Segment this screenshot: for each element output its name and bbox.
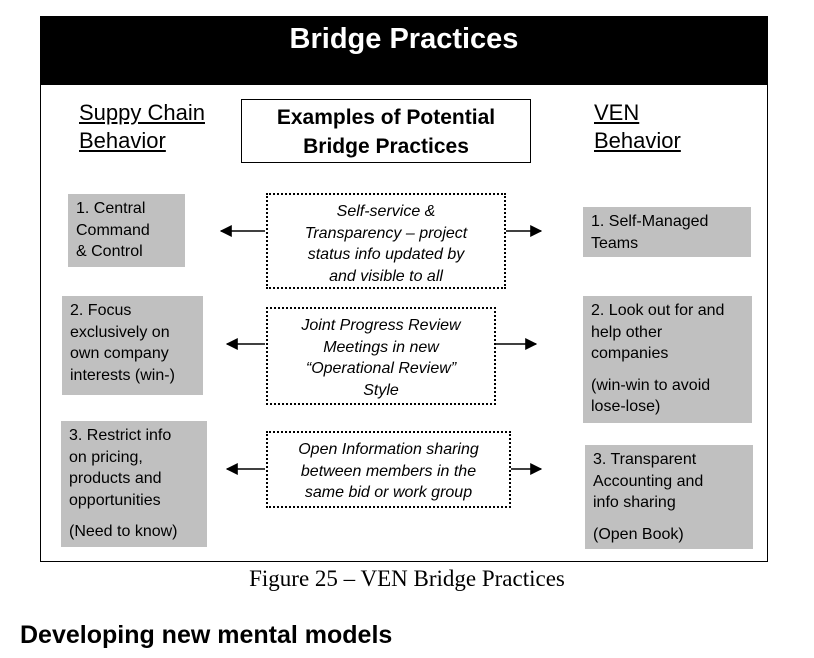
right-box-2-note-line-1: (win-win to avoid <box>591 376 711 394</box>
figure-title: Bridge Practices <box>289 23 519 55</box>
right-header-line-2: Behavior <box>594 128 681 153</box>
left-box-3-line-2: on pricing, <box>69 448 143 466</box>
right-box-2-line-2: help other <box>591 323 663 341</box>
left-header-line-2: Behavior <box>79 128 166 153</box>
middle-box-2-line-1: Joint Progress Review <box>301 317 461 334</box>
left-column-header: Suppy Chain Behavior <box>79 99 205 155</box>
left-box-1-line-1: 1. Central <box>76 200 146 217</box>
left-box-2: 2. Focus exclusively on own company inte… <box>62 296 203 395</box>
right-header-line-1: VEN <box>594 100 640 125</box>
middle-box-1-line-2: Transparency – project <box>304 224 468 242</box>
left-box-3: 3. Restrict info on pricing, products an… <box>61 421 207 547</box>
connector-arrows <box>219 225 543 475</box>
title-bar: Bridge Practices <box>41 17 767 85</box>
right-box-3-note: (Open Book) <box>593 525 684 543</box>
right-box-1: 1. Self-Managed Teams <box>583 207 751 257</box>
right-box-3-line-2: Accounting and <box>593 472 704 490</box>
figure-caption: Figure 25 – VEN Bridge Practices <box>249 566 565 591</box>
right-box-1-line-2: Teams <box>591 234 639 252</box>
left-box-2-line-3: own company <box>70 345 169 362</box>
left-box-3-note: (Need to know) <box>69 523 178 540</box>
right-box-2-line-3: companies <box>591 345 669 362</box>
bridge-practices-figure: Bridge Practices Suppy Chain Behavior Ex… <box>40 16 768 562</box>
left-box-2-line-1: 2. Focus <box>70 302 132 319</box>
left-header-line-1: Suppy Chain <box>79 100 205 125</box>
left-box-2-line-4: interests (win-) <box>70 366 175 384</box>
middle-box-2: Joint Progress Review Meetings in new “O… <box>266 307 496 405</box>
right-box-1-line-1: 1. Self-Managed <box>591 213 709 230</box>
middle-box-3-line-3: same bid or work group <box>304 484 473 501</box>
right-box-2-note-line-2: lose-lose) <box>591 398 661 415</box>
left-box-3-line-3: products and <box>69 470 162 487</box>
right-box-2-line-1: 2. Look out for and <box>591 302 725 319</box>
center-header-line-1: Examples of Potential <box>276 106 496 129</box>
left-box-1: 1. Central Command & Control <box>68 194 185 267</box>
left-box-2-line-2: exclusively on <box>70 323 170 341</box>
middle-box-2-line-4: Style <box>363 381 399 399</box>
middle-box-2-line-3: “Operational Review” <box>305 360 457 377</box>
middle-box-3-line-1: Open Information sharing <box>298 441 479 458</box>
right-column-header: VEN Behavior <box>594 99 681 155</box>
center-column-header: Examples of Potential Bridge Practices <box>241 99 531 163</box>
center-header-line-2: Bridge Practices <box>303 135 469 158</box>
middle-box-1-line-4: and visible to all <box>329 267 443 285</box>
middle-box-1: Self-service & Transparency – project st… <box>266 193 506 289</box>
middle-box-1-line-1: Self-service & <box>336 203 436 220</box>
left-box-1-line-3: & Control <box>76 243 143 260</box>
right-box-2: 2. Look out for and help other companies… <box>583 296 752 423</box>
left-box-1-line-2: Command <box>76 221 150 239</box>
right-box-3-line-3: info sharing <box>593 494 676 511</box>
middle-box-2-line-2: Meetings in new <box>323 338 439 356</box>
left-box-3-line-4: opportunities <box>69 491 161 509</box>
middle-box-3: Open Information sharing between members… <box>266 431 511 508</box>
right-box-3: 3. Transparent Accounting and info shari… <box>585 445 753 549</box>
left-box-3-line-1: 3. Restrict info <box>69 427 172 444</box>
middle-box-3-line-2: between members in the <box>300 462 477 480</box>
middle-box-1-line-3: status info updated by <box>307 246 465 263</box>
right-box-3-line-1: 3. Transparent <box>593 451 697 468</box>
section-heading: Developing new mental models <box>20 621 393 649</box>
